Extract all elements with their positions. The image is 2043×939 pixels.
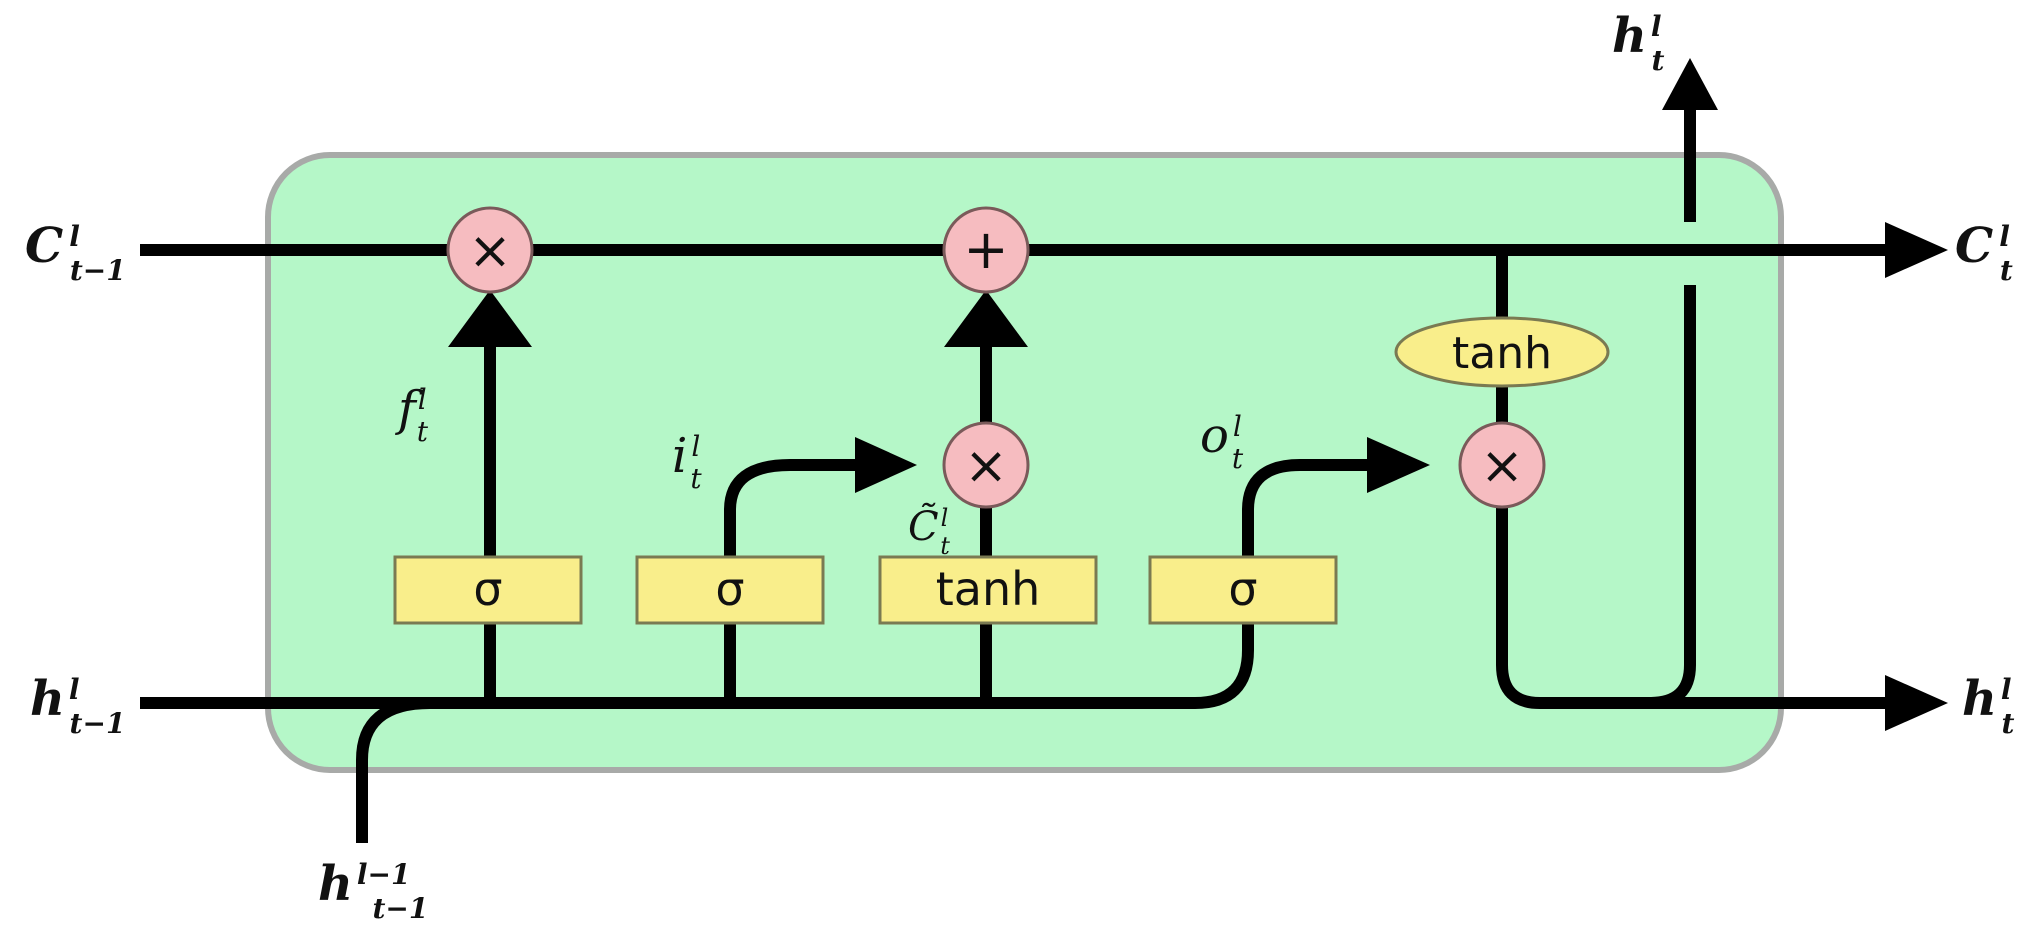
- gate-input: σ: [635, 555, 825, 625]
- op-input-multiply-symbol: ×: [964, 436, 1008, 496]
- arrowhead-hidden-top: [1662, 58, 1718, 110]
- arrowhead-cell-out: [1885, 222, 1948, 278]
- gate-input-label: σ: [715, 562, 744, 616]
- op-cell-add: +: [942, 206, 1030, 294]
- arrowhead-input-right: [855, 437, 917, 493]
- op-forget-multiply: ×: [446, 206, 534, 294]
- cell-tanh-gate: tanh: [1394, 316, 1610, 388]
- gate-forget-label: σ: [473, 562, 502, 616]
- gate-forget: σ: [393, 555, 583, 625]
- arrowheads: [448, 58, 1948, 731]
- gate-candidate-label: tanh: [936, 562, 1041, 616]
- op-output-multiply-symbol: ×: [1480, 436, 1524, 496]
- input-gate-path: [724, 459, 865, 703]
- arrowhead-candidate-up: [944, 290, 1028, 347]
- gate-output-label: σ: [1228, 562, 1257, 616]
- connection-lines: [140, 105, 1895, 843]
- lower-input-path: [356, 697, 431, 843]
- cell-tanh-label: tanh: [1452, 328, 1552, 379]
- hidden-up-branch: [1649, 285, 1696, 709]
- hidden-output-path: [1496, 500, 1895, 709]
- gate-output: σ: [1148, 555, 1338, 625]
- arrowhead-forget-up: [448, 290, 532, 347]
- op-input-multiply: ×: [942, 421, 1030, 509]
- output-gate-path: [1194, 459, 1375, 709]
- gate-candidate: tanh: [878, 555, 1098, 625]
- arrowhead-hidden-out: [1885, 675, 1948, 731]
- op-cell-add-symbol: +: [963, 218, 1008, 281]
- op-output-multiply: ×: [1458, 421, 1546, 509]
- arrowhead-output-right: [1367, 437, 1430, 493]
- op-forget-multiply-symbol: ×: [468, 221, 512, 281]
